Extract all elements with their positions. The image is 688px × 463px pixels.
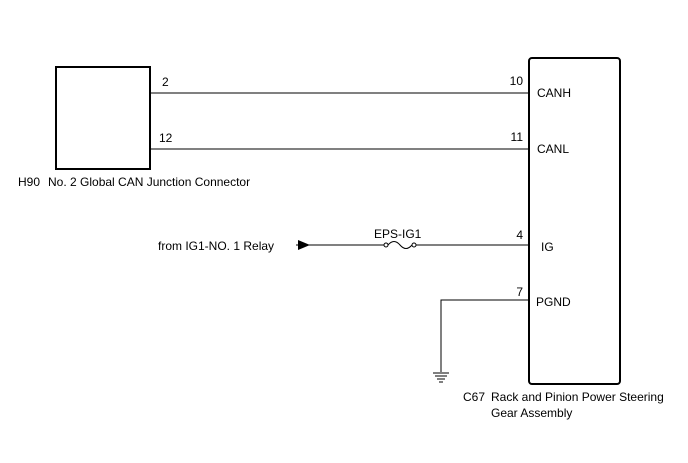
fuse-label: EPS-IG1 [374,227,422,241]
pgnd-wire [440,299,529,372]
power-source-label: from IG1-NO. 1 Relay [158,239,274,253]
ecu-pin-ig-number: 4 [516,228,523,242]
junction-pin-canh: 2 [162,75,169,89]
arrow-right-icon [298,240,310,250]
ecu-signal-canh: CANH [537,86,571,100]
ecu-pin-pgnd-number: 7 [516,285,523,299]
steering-ecu-name-line1: Rack and Pinion Power Steering [491,390,664,404]
fuse-icon [383,241,417,249]
ecu-pin-canl-number: 11 [511,130,524,144]
ecu-signal-ig: IG [541,240,554,254]
ecu-signal-canl: CANL [537,142,569,156]
steering-ecu-box [528,57,621,385]
ground-icon [433,372,449,383]
junction-connector-code: H90 [18,175,40,189]
steering-ecu-code: C67 [463,390,485,404]
junction-pin-canl: 12 [159,131,173,145]
junction-connector-name: No. 2 Global CAN Junction Connector [48,175,250,189]
ecu-signal-pgnd: PGND [536,295,571,309]
junction-connector-box [55,66,151,170]
steering-ecu-name-line2: Gear Assembly [491,406,572,420]
ecu-pin-canh-number: 10 [510,74,524,88]
